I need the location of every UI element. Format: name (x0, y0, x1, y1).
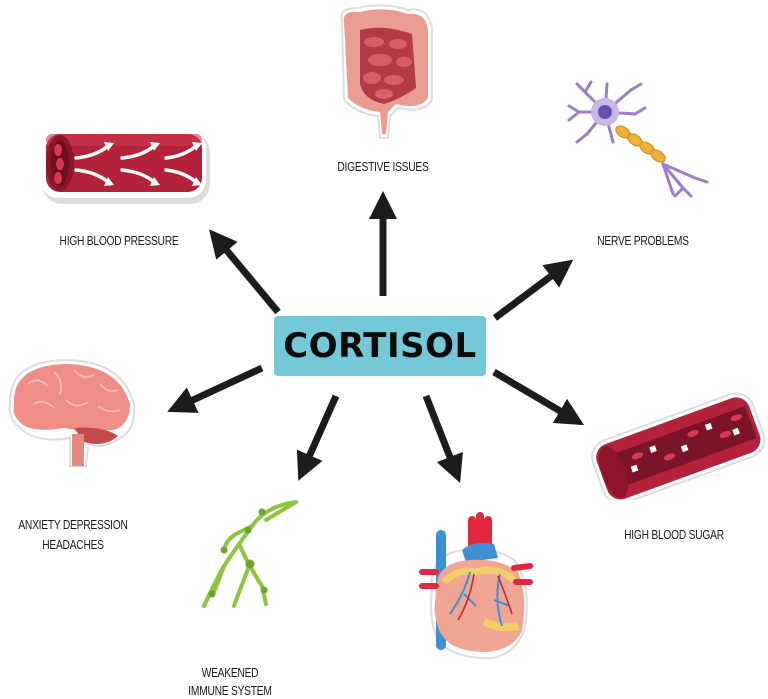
label-weakened: WEAKENED (201, 666, 259, 680)
cortisol-node: CORTISOL (274, 316, 486, 376)
arrow-to-high-blood-sugar (492, 368, 585, 426)
label-high-blood-pressure: HIGH BLOOD PRESSURE (59, 234, 179, 248)
arrow-to-nerve-problems (492, 259, 574, 321)
arrow-to-anxiety (167, 364, 264, 413)
intestines-icon (340, 4, 433, 139)
heart-icon (419, 512, 533, 660)
blood-vessel-sugar-icon (591, 392, 766, 500)
label-headaches: HEADACHES (42, 538, 104, 552)
label-nerve-problems: NERVE PROBLEMS (597, 234, 689, 248)
arrow-to-heart (422, 394, 463, 484)
arrow-to-high-blood-pressure (209, 229, 281, 315)
label-immune-system: IMMUNE SYSTEM (188, 684, 272, 698)
brain-icon (8, 358, 136, 467)
lymph-vessel-icon (202, 500, 298, 608)
label-digestive-issues: DIGESTIVE ISSUES (337, 160, 429, 174)
label-high-blood-sugar: HIGH BLOOD SUGAR (624, 528, 724, 542)
neuron-icon (567, 80, 709, 198)
cortisol-label: CORTISOL (283, 326, 477, 366)
blood-vessel-arrows-icon (40, 130, 210, 204)
arrow-to-immune-system (296, 394, 340, 481)
label-anxiety-depression: ANXIETY DEPRESSION (18, 518, 128, 532)
